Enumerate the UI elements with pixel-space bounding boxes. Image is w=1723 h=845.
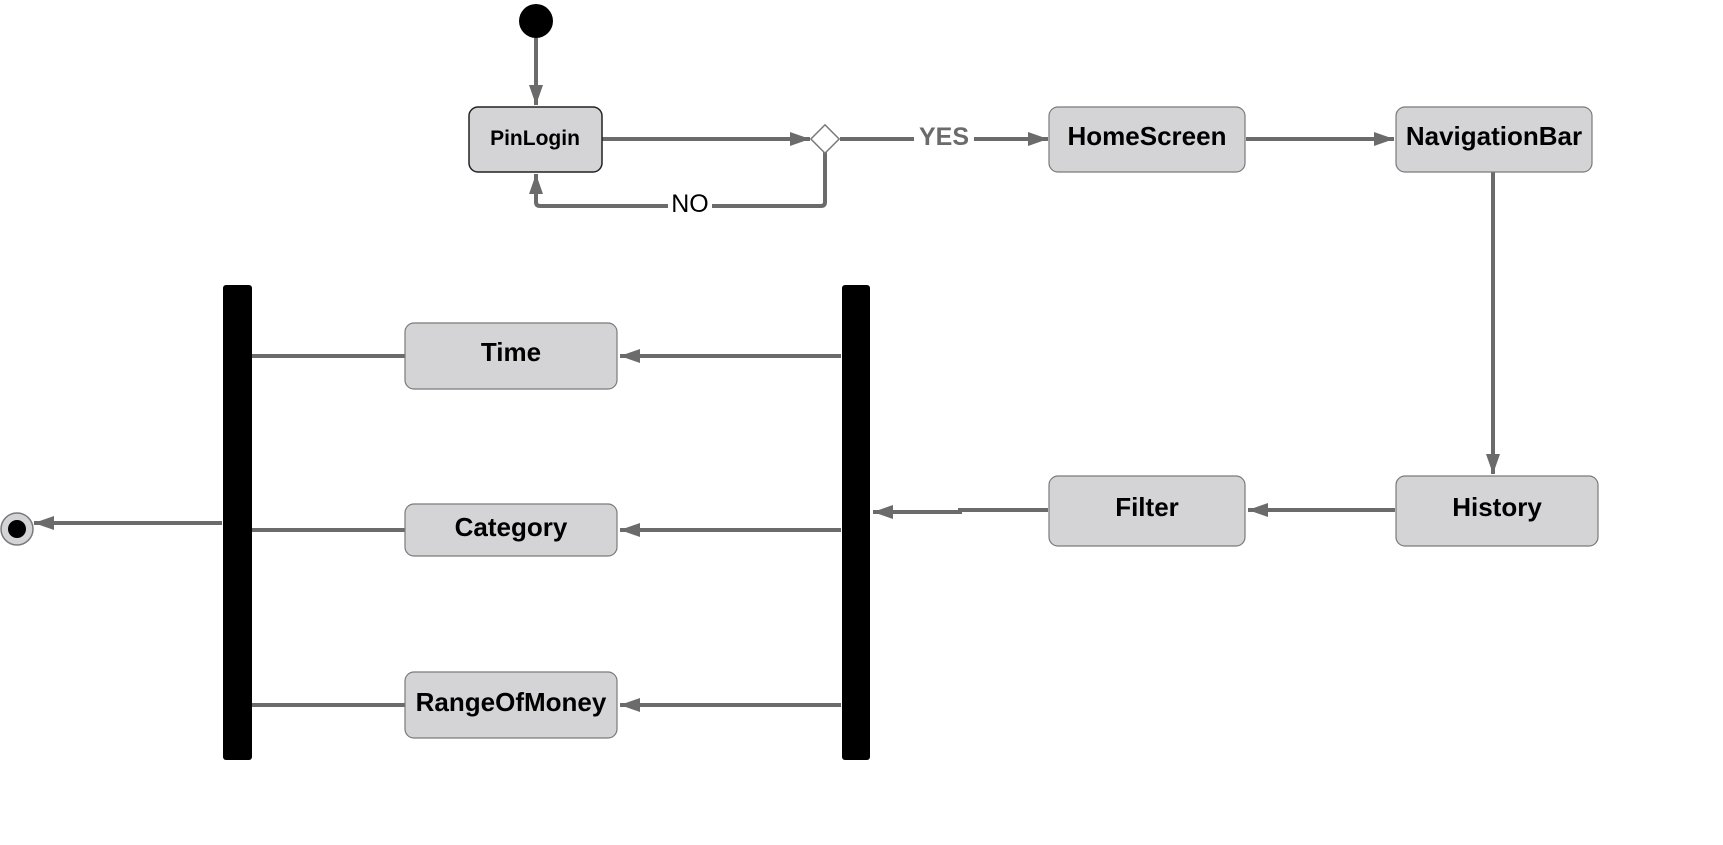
edge-label-yes-group: YES	[914, 122, 974, 152]
node-filter-label: Filter	[1115, 492, 1179, 522]
node-category[interactable]: Category	[404, 503, 618, 557]
decision-diamond	[809, 123, 841, 155]
node-navigationbar-label: NavigationBar	[1406, 121, 1582, 151]
node-pinlogin-label: PinLogin	[490, 127, 580, 150]
fork-bar	[842, 285, 870, 760]
edge-label-yes: YES	[919, 123, 969, 151]
initial-node	[519, 4, 553, 38]
node-filter[interactable]: Filter	[1048, 475, 1246, 547]
node-time[interactable]: Time	[404, 322, 618, 390]
edge-label-no-group: NO	[668, 190, 712, 220]
edge-filter-to-fork	[873, 505, 1048, 519]
node-navigationbar[interactable]: NavigationBar	[1395, 106, 1593, 173]
node-pinlogin[interactable]: PinLogin	[468, 106, 603, 173]
node-homescreen[interactable]: HomeScreen	[1048, 106, 1246, 173]
final-node	[0, 512, 34, 546]
node-rangeofmoney[interactable]: RangeOfMoney	[404, 671, 618, 739]
join-bar	[223, 285, 252, 760]
node-category-label: Category	[455, 512, 568, 542]
node-time-label: Time	[481, 337, 541, 367]
edges	[34, 38, 1500, 712]
node-history-label: History	[1452, 492, 1542, 522]
node-homescreen-label: HomeScreen	[1068, 121, 1227, 151]
node-history[interactable]: History	[1395, 475, 1599, 547]
node-rangeofmoney-label: RangeOfMoney	[416, 687, 607, 717]
edge-label-no: NO	[671, 190, 709, 218]
